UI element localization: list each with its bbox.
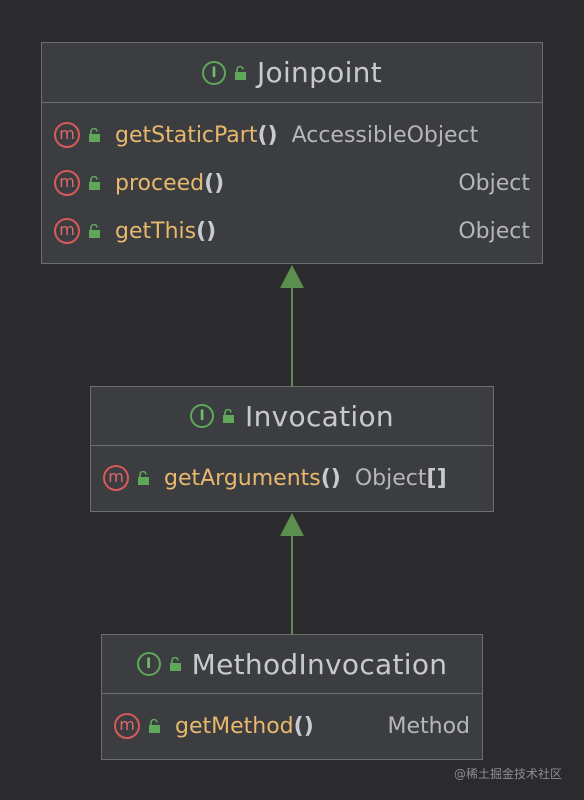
class-header: I MethodInvocation (102, 635, 482, 694)
interface-icon: I (190, 404, 215, 428)
return-type: Object[] (354, 465, 447, 491)
return-type: Object (458, 170, 530, 196)
watermark: @稀土掘金技术社区 (453, 767, 562, 781)
member-row[interactable]: m getThis() Object (42, 207, 542, 255)
method-icon: m (54, 218, 80, 244)
member-row[interactable]: m getMethod() Method (102, 702, 482, 750)
method-name: getThis() (115, 218, 217, 244)
class-name: Joinpoint (256, 56, 383, 89)
method-icon: m (54, 122, 80, 148)
arrow-invocation-to-joinpoint (280, 265, 304, 386)
public-lock-icon (137, 471, 150, 485)
return-type: Method (387, 713, 470, 739)
class-box-joinpoint[interactable]: I Joinpoint m getStaticPart() Accessible… (41, 42, 543, 264)
method-icon: m (103, 465, 129, 491)
interface-icon: I (136, 652, 161, 676)
arrow-methodinvocation-to-invocation (280, 513, 304, 634)
method-name: proceed() (115, 170, 225, 196)
public-lock-icon (222, 409, 235, 423)
member-row[interactable]: m getArguments() Object[] (91, 454, 493, 502)
public-lock-icon (169, 657, 182, 671)
method-icon: m (54, 170, 80, 196)
member-list: m getStaticPart() AccessibleObject m pro… (42, 103, 542, 255)
return-type: Object (458, 218, 530, 244)
member-row[interactable]: m getStaticPart() AccessibleObject (42, 111, 542, 159)
class-name: Invocation (245, 399, 394, 433)
class-box-invocation[interactable]: I Invocation m getArguments() Object[] (90, 386, 494, 512)
class-name: MethodInvocation (191, 647, 448, 681)
class-box-methodinvocation[interactable]: I MethodInvocation m getMethod() Method (101, 634, 483, 760)
member-list: m getMethod() Method (102, 694, 482, 750)
class-header: I Invocation (91, 387, 493, 446)
method-name: getStaticPart() (115, 122, 278, 148)
public-lock-icon (88, 176, 101, 190)
method-name: getMethod() (175, 713, 314, 739)
public-lock-icon (88, 128, 101, 142)
member-row[interactable]: m proceed() Object (42, 159, 542, 207)
public-lock-icon (88, 224, 101, 238)
method-icon: m (114, 713, 140, 739)
interface-icon: I (201, 60, 226, 85)
public-lock-icon (148, 719, 161, 733)
method-name: getArguments() (164, 465, 341, 491)
return-type: AccessibleObject (291, 122, 479, 148)
member-list: m getArguments() Object[] (91, 446, 493, 502)
public-lock-icon (234, 65, 247, 80)
class-header: I Joinpoint (42, 43, 542, 103)
